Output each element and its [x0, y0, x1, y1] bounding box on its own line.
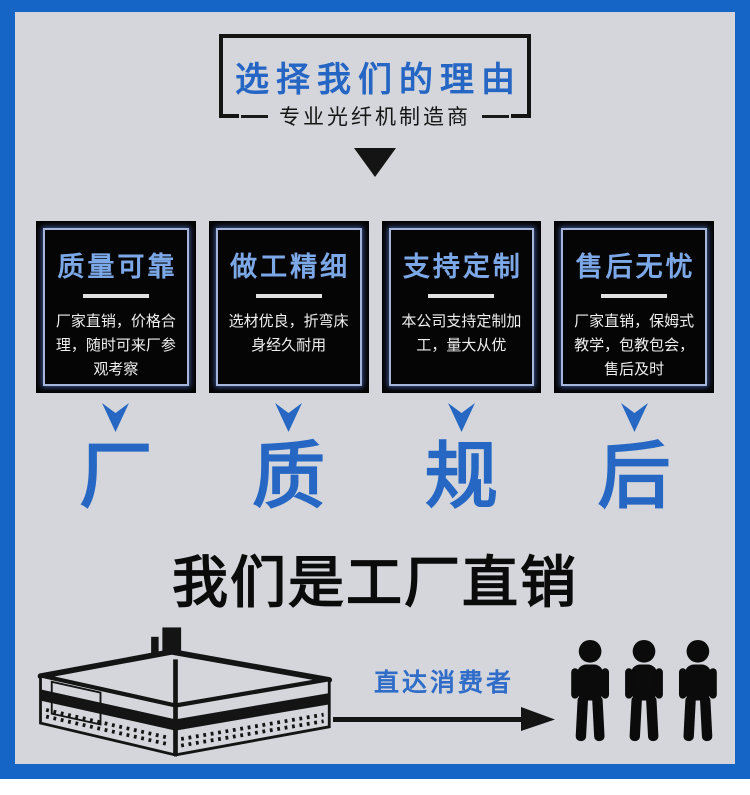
subtitle-left-dash — [241, 114, 268, 118]
feature-card-inner: 支持定制 本公司支持定制加工，量大从优 — [388, 228, 535, 386]
feature-card-underline — [601, 294, 668, 298]
header-box: 选择我们的理由 专业光纤机制造商 — [219, 34, 531, 131]
keyword-cell: 规 — [382, 436, 542, 517]
keyword-cell: 后 — [554, 436, 714, 517]
consumers-icon — [571, 639, 717, 741]
feature-card-title: 支持定制 — [402, 252, 523, 282]
keyword-char: 厂 — [79, 436, 153, 517]
keyword-char: 规 — [424, 436, 498, 517]
header-subtitle: 专业光纤机制造商 — [279, 106, 471, 129]
down-triangle-icon — [354, 148, 396, 177]
banner-title: 我们是工厂直销 — [172, 550, 578, 614]
keyword-char: 后 — [597, 436, 671, 517]
page-title: 选择我们的理由 — [235, 60, 522, 99]
feature-card-underline — [428, 294, 495, 298]
feature-card-inner: 质量可靠 厂家直销，价格合理，随时可来厂参观考察 — [43, 228, 189, 386]
flow-arrow-label: 直达消费者 — [373, 668, 514, 697]
feature-card-title: 做工精细 — [230, 252, 351, 282]
feature-card-description: 选材优良，折弯床身经久耐用 — [228, 313, 349, 354]
down-arrow-icon — [275, 403, 303, 432]
arrow-cell — [382, 403, 542, 437]
feature-card-title: 质量可靠 — [57, 252, 178, 282]
keyword-cell: 质 — [209, 436, 369, 517]
down-arrow-icon — [620, 403, 648, 432]
feature-card-description: 厂家直销，保姆式教学，包教包会，售后及时 — [574, 313, 695, 378]
feature-card-quality: 质量可靠 厂家直销，价格合理，随时可来厂参观考察 — [36, 221, 196, 393]
flow-arrow-group: 直达消费者 — [333, 663, 555, 731]
feature-card-title: 售后无忧 — [575, 252, 696, 282]
feature-card-description: 本公司支持定制加工，量大从优 — [401, 313, 522, 354]
keyword-row: 厂 质 规 后 — [36, 436, 714, 517]
content-area: 选择我们的理由 专业光纤机制造商 质量可靠 厂家直销，价格合理，随时可来厂参观考… — [15, 12, 735, 764]
arrow-cell — [209, 403, 369, 437]
bottom-section: 直达消费者 — [15, 623, 735, 764]
feature-card-inner: 售后无忧 厂家直销，保姆式教学，包教包会，售后及时 — [561, 228, 707, 386]
right-arrow-icon — [333, 706, 555, 731]
feature-card-aftersales: 售后无忧 厂家直销，保姆式教学，包教包会，售后及时 — [554, 221, 714, 393]
blue-page-frame: 选择我们的理由 专业光纤机制造商 质量可靠 厂家直销，价格合理，随时可来厂参观考… — [0, 0, 750, 779]
feature-card-underline — [82, 294, 149, 298]
down-arrows-row — [36, 403, 714, 437]
factory-illustration — [37, 627, 333, 757]
feature-card-custom: 支持定制 本公司支持定制加工，量大从优 — [381, 221, 542, 393]
subtitle-right-dash — [482, 114, 509, 118]
keyword-cell: 厂 — [36, 436, 196, 517]
arrow-cell — [554, 403, 714, 437]
feature-cards-row: 质量可靠 厂家直销，价格合理，随时可来厂参观考察 做工精细 选材优良，折弯床身经… — [36, 221, 714, 393]
arrow-cell — [36, 403, 196, 437]
keyword-char: 质 — [252, 436, 326, 517]
feature-card-underline — [255, 294, 322, 298]
down-arrow-icon — [447, 403, 475, 432]
down-arrow-icon — [102, 403, 130, 432]
feature-card-workmanship: 做工精细 选材优良，折弯床身经久耐用 — [208, 221, 369, 393]
header-subtitle-row: 专业光纤机制造商 — [239, 101, 511, 131]
feature-card-inner: 做工精细 选材优良，折弯床身经久耐用 — [215, 228, 362, 386]
feature-card-description: 厂家直销，价格合理，随时可来厂参观考察 — [55, 313, 176, 378]
